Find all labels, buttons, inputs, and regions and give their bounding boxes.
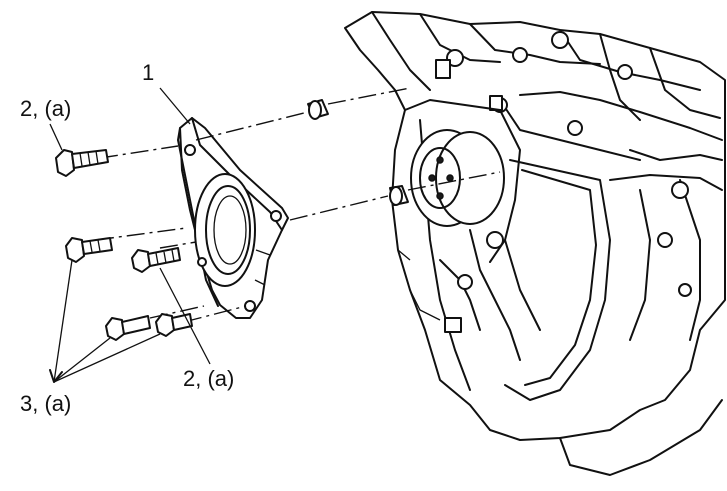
callout-part-2a-lower: 2, (a) — [183, 366, 235, 391]
dowel-pin-lower — [389, 185, 409, 206]
bolt-lower-right — [155, 313, 193, 337]
seal-housing-plate — [177, 117, 289, 319]
callout-part-1: 1 — [142, 60, 155, 85]
bolt-middle-right — [131, 247, 181, 273]
transmission-housing — [344, 11, 726, 476]
bolt-upper — [55, 149, 109, 177]
bolt-lower-left — [105, 315, 151, 341]
bolt-middle-left — [65, 237, 113, 263]
alignment-lines — [95, 87, 501, 323]
leader-lines — [49, 87, 211, 383]
callout-part-3a: 3, (a) — [20, 391, 72, 416]
callout-part-2a-upper: 2, (a) — [20, 96, 72, 121]
dowel-pin-upper — [307, 99, 329, 120]
